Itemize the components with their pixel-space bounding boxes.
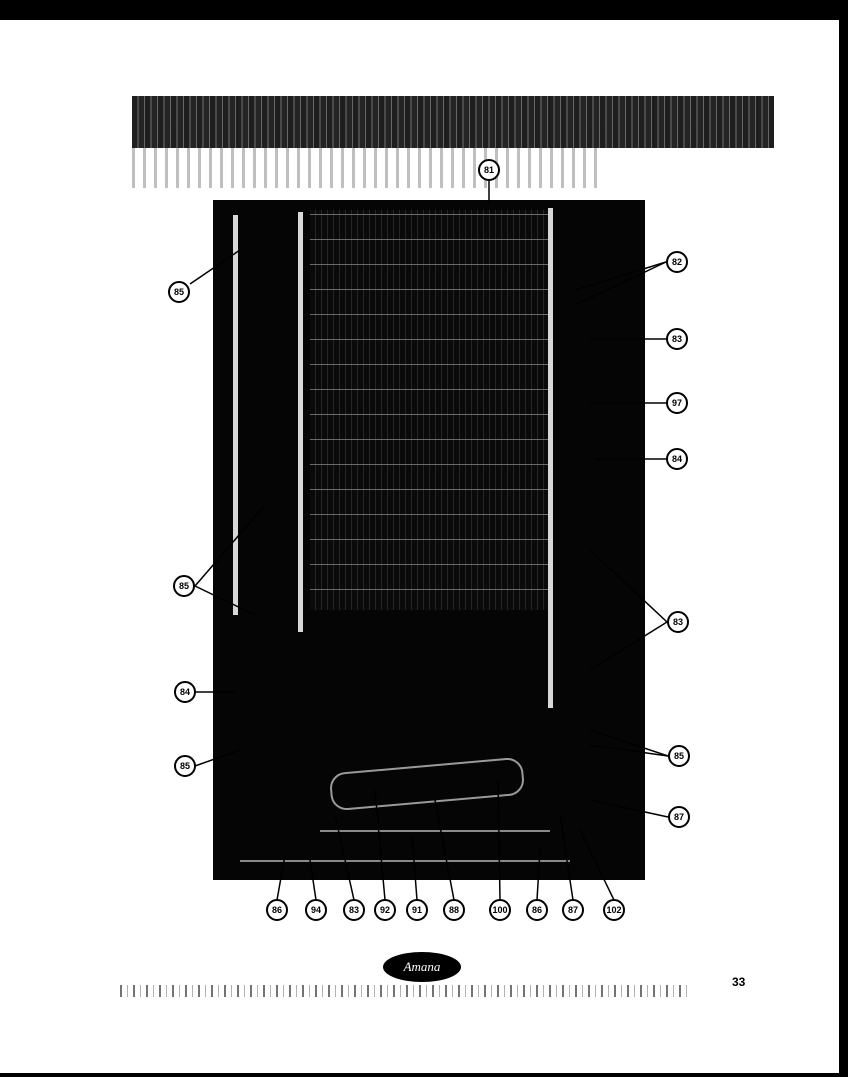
callout-83-right: 83 <box>666 328 688 350</box>
right-rail <box>548 208 553 708</box>
callout-86-bottom: 86 <box>266 899 288 921</box>
callout-102-bottom: 102 <box>603 899 625 921</box>
callout-94-bottom: 94 <box>305 899 327 921</box>
scan-border-top <box>0 0 848 20</box>
photo-header-shadow <box>132 148 602 188</box>
callout-97-right: 97 <box>666 392 688 414</box>
footer-scan-noise <box>120 985 690 997</box>
callout-81-top: 81 <box>478 159 500 181</box>
callout-83-right-lower: 83 <box>667 611 689 633</box>
callout-85-right: 85 <box>668 745 690 767</box>
callout-85-left-mid: 85 <box>173 575 195 597</box>
left-outer-rail <box>233 215 238 615</box>
callout-91-bottom: 91 <box>406 899 428 921</box>
base-bracket <box>320 830 550 832</box>
callout-85-left-top: 85 <box>168 281 190 303</box>
callout-84-left: 84 <box>174 681 196 703</box>
condenser-coil <box>310 210 550 610</box>
base-plate <box>240 860 570 862</box>
photo-header-band <box>132 96 774 148</box>
callout-92-bottom: 92 <box>374 899 396 921</box>
brand-logo: Amana <box>383 952 461 982</box>
callout-100-bottom: 100 <box>489 899 511 921</box>
condenser-coil-fins <box>310 210 550 610</box>
scan-border-bottom <box>0 1073 848 1077</box>
callout-85-left-low: 85 <box>174 755 196 777</box>
page-number: 33 <box>732 975 746 989</box>
callout-88-bottom: 88 <box>443 899 465 921</box>
scan-border-right <box>839 0 848 1077</box>
callout-83-bottom: 83 <box>343 899 365 921</box>
callout-84-right: 84 <box>666 448 688 470</box>
callout-86-bottom-right: 86 <box>526 899 548 921</box>
callout-87-right: 87 <box>668 806 690 828</box>
left-inner-rail <box>298 212 303 632</box>
callout-82-right: 82 <box>666 251 688 273</box>
callout-87-bottom: 87 <box>562 899 584 921</box>
